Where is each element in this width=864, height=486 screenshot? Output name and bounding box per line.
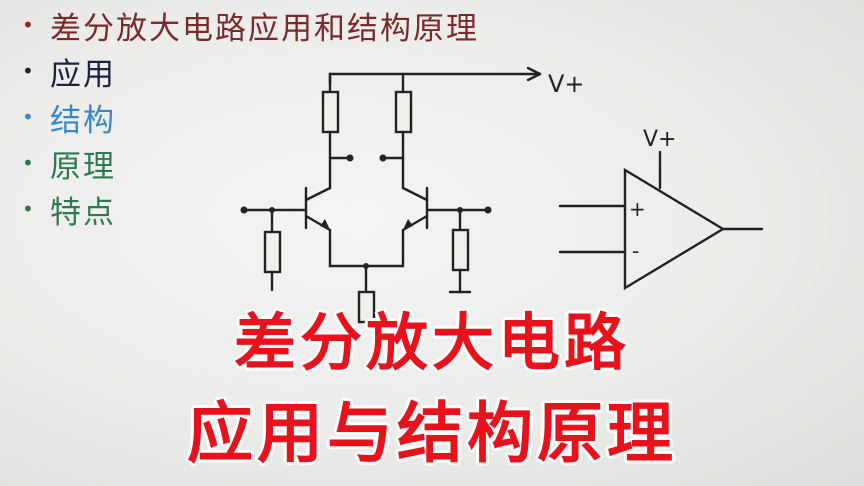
opamp-triangle (623, 167, 726, 291)
bullet-dot: • (22, 197, 34, 221)
bullet-dot: • (22, 13, 34, 37)
right-junction-node (457, 207, 463, 213)
right-collector-resistor (394, 90, 413, 134)
overlay-title-line1: 差分放大电路 (233, 306, 630, 379)
opamp-minus-sign: - (632, 239, 639, 263)
right-emitter-arrow (403, 219, 413, 230)
bullet-item-title: • 差分放大电路应用和结构原理 (22, 2, 479, 48)
opamp-vplus-label: V+ (643, 127, 676, 152)
bullet-item-features: • 特点 (22, 186, 479, 232)
tail-junction-node (363, 263, 369, 269)
left-collector-resistor (321, 90, 340, 134)
bullet-item-principle: • 原理 (22, 140, 479, 186)
bullet-item-application: • 应用 (22, 48, 479, 94)
supply-rail (328, 72, 542, 86)
bullet-text: 应用 (50, 56, 116, 93)
left-junction-node (269, 207, 275, 213)
bullet-text: 差分放大电路应用和结构原理 (50, 10, 479, 47)
bullet-dot: • (22, 59, 34, 83)
bullet-dot: • (22, 105, 34, 129)
bullet-list: • 差分放大电路应用和结构原理 • 应用 • 结构 • 原理 • 特点 (22, 2, 479, 232)
left-output-node (346, 154, 354, 162)
circuit-vplus-label: V+ (548, 70, 585, 98)
left-emitter-arrow (320, 219, 330, 230)
bullet-text: 特点 (50, 194, 116, 231)
bullet-dot: • (22, 151, 34, 175)
right-output-node (379, 154, 387, 162)
right-input-node (484, 206, 492, 214)
left-bias-resistor (263, 230, 282, 274)
right-bias-resistor (451, 228, 470, 272)
bullet-item-structure: • 结构 (22, 94, 479, 140)
tail-resistor (357, 290, 376, 324)
left-input-node (240, 206, 248, 214)
bullet-text: 结构 (50, 102, 116, 139)
supply-arrow (526, 66, 542, 76)
overlay-title-line2: 应用与结构原理 (187, 395, 677, 472)
bullet-text: 原理 (50, 148, 116, 185)
opamp-plus-sign: + (629, 197, 646, 221)
